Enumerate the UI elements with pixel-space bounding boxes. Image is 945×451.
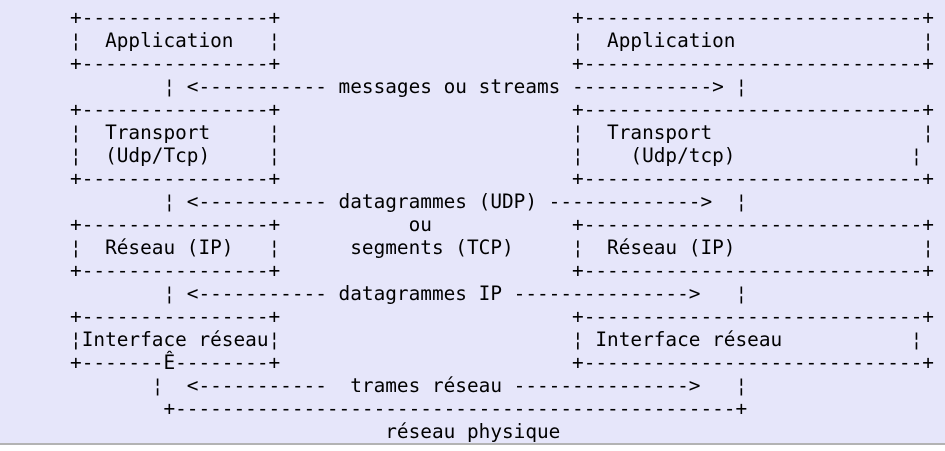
bottom-divider bbox=[0, 443, 945, 445]
page-margin-below bbox=[0, 445, 945, 451]
